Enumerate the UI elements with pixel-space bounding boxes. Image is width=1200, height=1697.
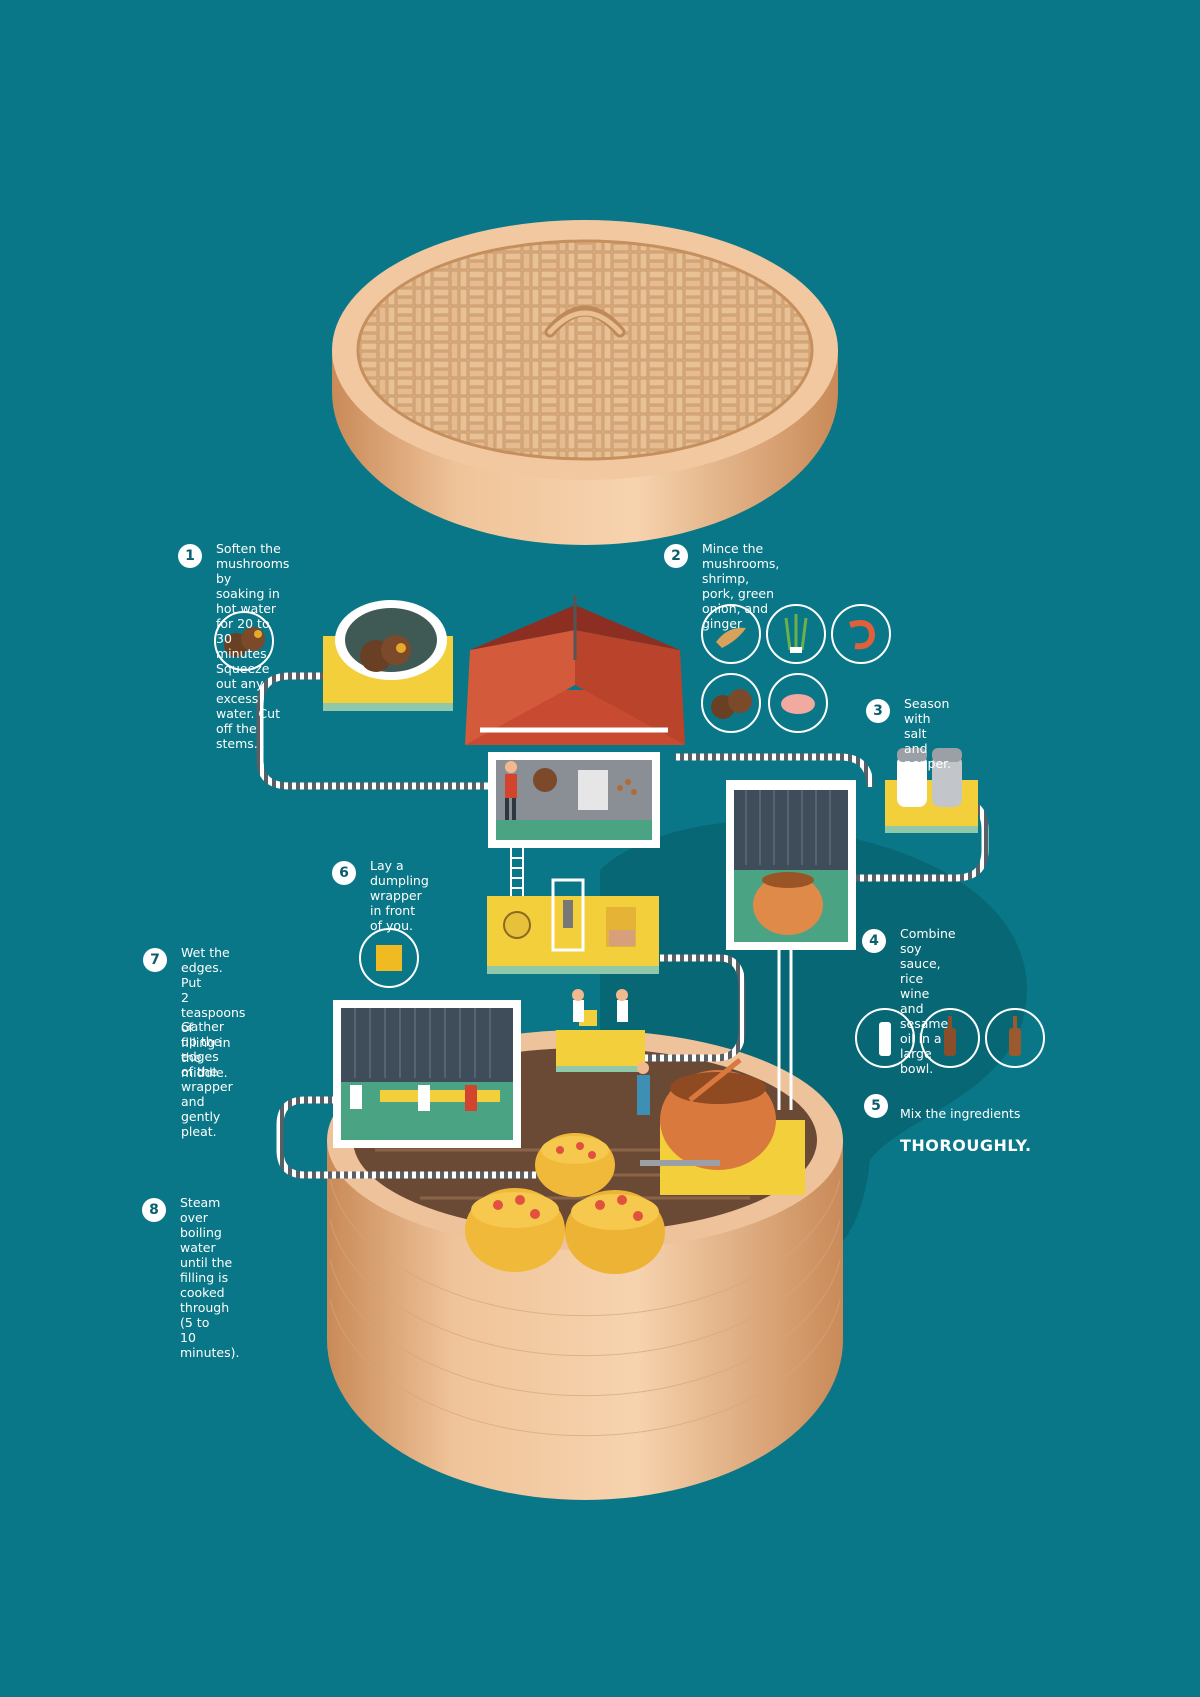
- step-number: 1: [178, 544, 202, 568]
- sesame-oil-bottle-icon: [985, 1008, 1045, 1068]
- pleating-house: [333, 1000, 521, 1148]
- steamer-lid: [332, 220, 838, 545]
- step-text: Mince the mushrooms, shrimp, pork, green…: [702, 541, 780, 631]
- wrapper-press-platform: [487, 878, 659, 974]
- step-text: Mix the ingredients: [900, 1106, 1021, 1121]
- step-number: 4: [862, 929, 886, 953]
- shrimp-icon: [831, 604, 891, 664]
- rice-wine-bottle-icon: [920, 1008, 980, 1068]
- mushroom-bowl-platform: [323, 600, 453, 711]
- step-number: 7: [143, 948, 167, 972]
- dumplings: [465, 1133, 665, 1274]
- slate-roof-mixing-house: [726, 780, 856, 1110]
- mushroom-icon: [214, 611, 274, 671]
- step-text: Lay a dumpling wrapper in front of you.: [370, 858, 429, 933]
- step-emphasis: THOROUGHLY.: [900, 1136, 1032, 1155]
- salt-pepper-platform: [885, 748, 978, 833]
- pig-icon: [768, 673, 828, 733]
- step-text-secondary: Gather up the edges of the wrapper and g…: [181, 1019, 233, 1139]
- step-number: 6: [332, 861, 356, 885]
- workers-platform: [556, 989, 645, 1072]
- step-text: Season with salt and pepper.: [904, 696, 952, 771]
- soy-sauce-bottle-icon: [855, 1008, 915, 1068]
- ginger-icon: [701, 604, 761, 664]
- step-number: 2: [664, 544, 688, 568]
- step-text: Wet the edges. Put 2 teaspoons of fillin…: [181, 945, 246, 1080]
- mushroom-icon: [701, 673, 761, 733]
- mixing-station: [637, 1058, 805, 1195]
- ladder-1: [510, 848, 524, 900]
- step-number: 5: [864, 1094, 888, 1118]
- step-number: 3: [866, 699, 890, 723]
- step-text: Combine soy sauce, rice wine and sesame …: [900, 926, 956, 1076]
- step-text: Soften the mushrooms by soaking in hot w…: [216, 541, 290, 751]
- step-text: Steam over boiling water until the filli…: [180, 1195, 240, 1360]
- wrapper-icon: [359, 928, 419, 988]
- step-number: 8: [142, 1198, 166, 1222]
- green-onion-icon: [766, 604, 826, 664]
- red-roof-workshop: [465, 595, 685, 848]
